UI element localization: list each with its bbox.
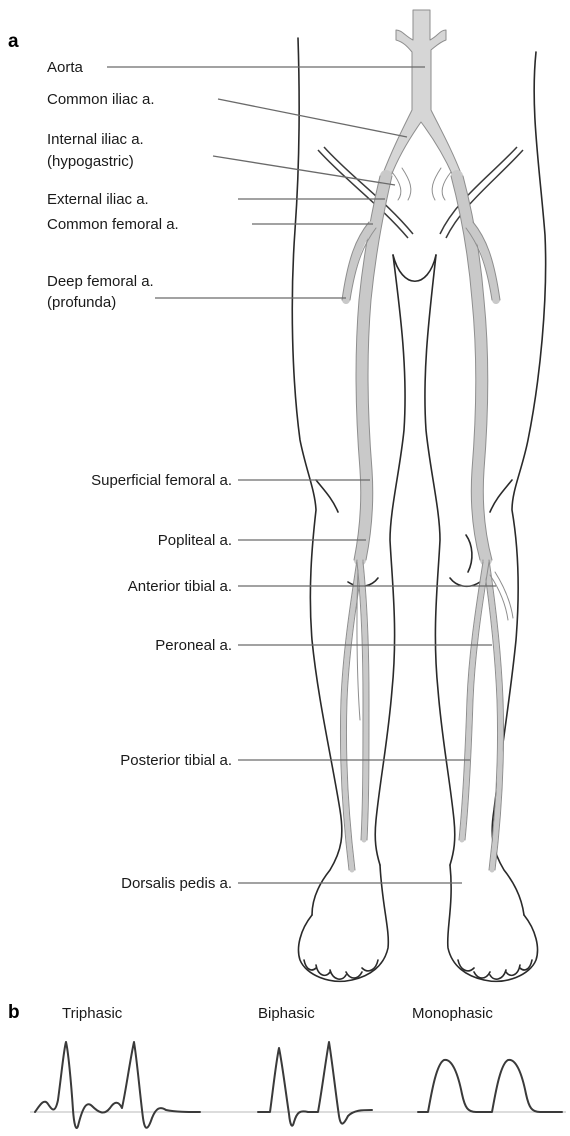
triphasic-waveform (35, 1042, 200, 1128)
label-peroneal: Peroneal a. (155, 637, 232, 654)
label-external-iliac: External iliac a. (47, 191, 149, 208)
label-popliteal: Popliteal a. (158, 532, 232, 549)
label-triphasic: Triphasic (62, 1005, 123, 1022)
leader-common-iliac (218, 99, 407, 137)
biphasic-waveform (258, 1042, 372, 1126)
panel-a-letter: a (8, 31, 19, 52)
leg-outline (292, 38, 545, 981)
monophasic-waveform (418, 1060, 562, 1112)
label-internal-iliac-line2: (hypogastric) (47, 153, 134, 170)
label-aorta: Aorta (47, 59, 84, 76)
label-internal-iliac-line1: Internal iliac a. (47, 131, 144, 148)
label-monophasic: Monophasic (412, 1005, 493, 1022)
label-posterior-tibial: Posterior tibial a. (120, 752, 232, 769)
panel-b-letter: b (8, 1002, 20, 1023)
leader-internal-iliac (213, 156, 395, 185)
label-superficial-femoral: Superficial femoral a. (91, 472, 232, 489)
label-dorsalis-pedis: Dorsalis pedis a. (121, 875, 232, 892)
label-common-femoral: Common femoral a. (47, 216, 179, 233)
label-anterior-tibial: Anterior tibial a. (128, 578, 232, 595)
label-deep-femoral-line2: (profunda) (47, 294, 116, 311)
label-common-iliac: Common iliac a. (47, 91, 155, 108)
label-deep-femoral-line1: Deep femoral a. (47, 273, 154, 290)
label-biphasic: Biphasic (258, 1005, 315, 1022)
artery-labels: Aorta Common iliac a. Internal iliac a. … (47, 59, 232, 892)
